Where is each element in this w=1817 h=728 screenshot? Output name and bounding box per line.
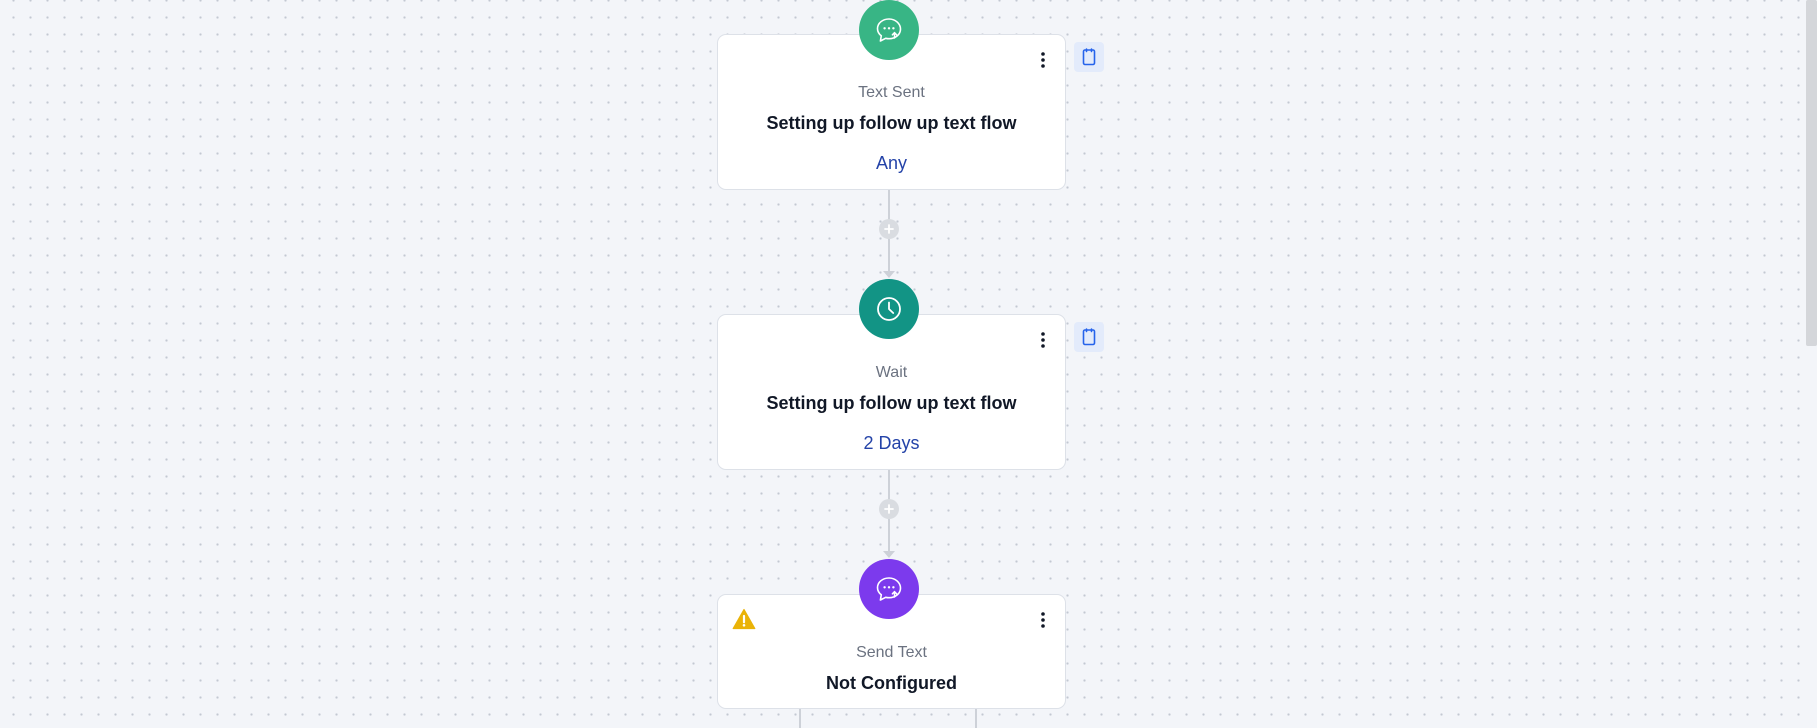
note-icon bbox=[1082, 328, 1096, 346]
plus-icon bbox=[884, 224, 894, 234]
arrow-head bbox=[883, 271, 895, 278]
vertical-dots-icon bbox=[1041, 612, 1045, 628]
wait-node-icon bbox=[859, 279, 919, 339]
node-title: Setting up follow up text flow bbox=[766, 393, 1017, 413]
node-menu-button[interactable] bbox=[1035, 609, 1051, 631]
chat-bubble-arrow-icon bbox=[876, 18, 902, 42]
node-menu-button[interactable] bbox=[1035, 49, 1051, 71]
text-sent-node-card[interactable]: Text Sent Setting up follow up text flow… bbox=[717, 34, 1066, 190]
wait-node-card[interactable]: Wait Setting up follow up text flow 2 Da… bbox=[717, 314, 1066, 470]
node-type-label: Text Sent bbox=[858, 84, 925, 101]
arrow-head bbox=[883, 551, 895, 558]
node-menu-button[interactable] bbox=[1035, 329, 1051, 351]
warning-triangle-icon bbox=[732, 608, 756, 630]
add-step-button[interactable] bbox=[879, 499, 899, 519]
add-step-button[interactable] bbox=[879, 219, 899, 239]
node-value: Any bbox=[875, 153, 908, 173]
node-value: 2 Days bbox=[863, 433, 920, 453]
text-sent-node-icon bbox=[859, 0, 919, 60]
node-type-label: Send Text bbox=[856, 644, 927, 661]
clock-icon bbox=[877, 297, 901, 321]
note-icon bbox=[1082, 48, 1096, 66]
send-text-node-icon bbox=[859, 559, 919, 619]
node-note-button[interactable] bbox=[1074, 42, 1104, 72]
branch-line-left bbox=[799, 709, 801, 728]
plus-icon bbox=[884, 504, 894, 514]
chat-bubble-arrow-icon bbox=[876, 577, 902, 601]
scrollbar-thumb[interactable] bbox=[1806, 0, 1817, 346]
node-note-button[interactable] bbox=[1074, 322, 1104, 352]
vertical-dots-icon bbox=[1041, 52, 1045, 68]
node-title: Setting up follow up text flow bbox=[766, 113, 1017, 133]
node-type-label: Wait bbox=[875, 364, 908, 381]
scrollbar-track[interactable] bbox=[1806, 0, 1817, 728]
send-text-node-card[interactable]: Send Text Not Configured bbox=[717, 594, 1066, 709]
branch-line-right bbox=[975, 709, 977, 728]
node-title: Not Configured bbox=[826, 673, 957, 693]
vertical-dots-icon bbox=[1041, 332, 1045, 348]
